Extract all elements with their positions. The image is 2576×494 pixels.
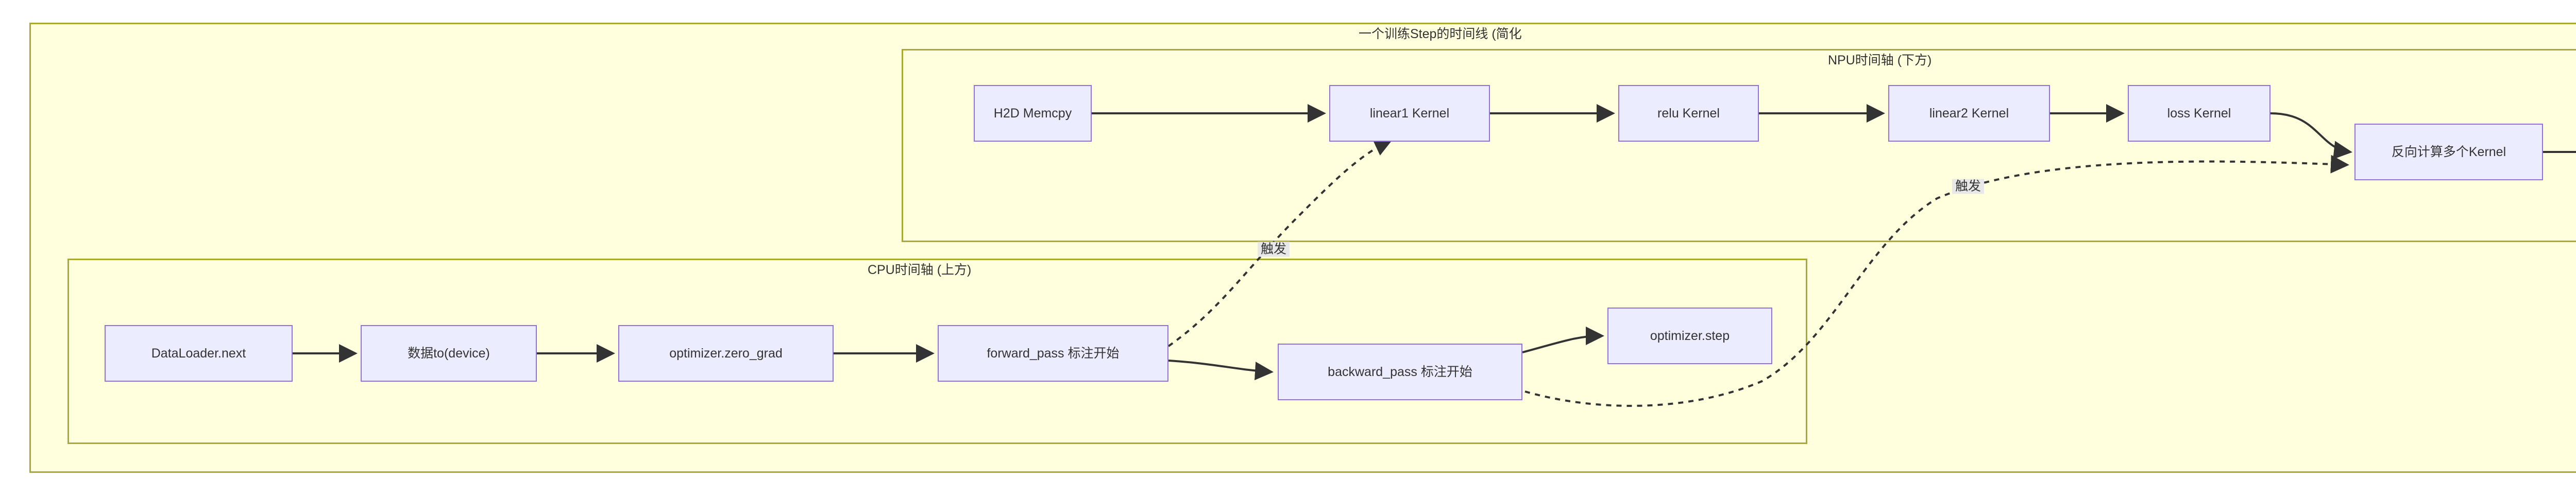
node-dataloader-next[interactable]: DataLoader.next	[105, 325, 293, 382]
diagram-title: 一个训练Step的时间线 (简化	[1359, 27, 1522, 41]
node-linear2-kernel[interactable]: linear2 Kernel	[1888, 85, 2050, 142]
node-label: DataLoader.next	[151, 346, 246, 361]
cpu-cluster-label: CPU时间轴 (上方)	[868, 263, 972, 277]
node-data-to-device[interactable]: 数据to(device)	[361, 325, 537, 382]
edge-label-trigger-backward: 触发	[1952, 179, 1985, 194]
node-backward-kernels[interactable]: 反向计算多个Kernel	[2354, 124, 2543, 180]
node-h2d-memcpy[interactable]: H2D Memcpy	[974, 85, 1092, 142]
node-optimizer-zero-grad[interactable]: optimizer.zero_grad	[618, 325, 834, 382]
node-label: linear2 Kernel	[1929, 106, 2009, 121]
node-backward-pass-start[interactable]: backward_pass 标注开始	[1278, 344, 1522, 400]
node-label: 反向计算多个Kernel	[2391, 144, 2506, 159]
npu-timeline-cluster	[902, 49, 2576, 242]
node-label: 数据to(device)	[408, 346, 490, 361]
node-optimizer-step[interactable]: optimizer.step	[1607, 308, 1772, 364]
node-label: forward_pass 标注开始	[987, 346, 1120, 361]
node-label: loss Kernel	[2167, 106, 2231, 121]
node-linear1-kernel[interactable]: linear1 Kernel	[1329, 85, 1490, 142]
node-label: H2D Memcpy	[993, 106, 1072, 121]
node-label: relu Kernel	[1657, 106, 1720, 121]
edge-label-trigger-forward: 触发	[1257, 242, 1290, 257]
npu-cluster-label: NPU时间轴 (下方)	[1828, 53, 1932, 67]
node-forward-pass-start[interactable]: forward_pass 标注开始	[938, 325, 1168, 382]
node-loss-kernel[interactable]: loss Kernel	[2128, 85, 2270, 142]
node-label: optimizer.step	[1650, 328, 1730, 343]
node-label: linear1 Kernel	[1369, 106, 1450, 121]
node-label: optimizer.zero_grad	[669, 346, 783, 361]
node-label: backward_pass 标注开始	[1328, 364, 1472, 379]
node-relu-kernel[interactable]: relu Kernel	[1618, 85, 1759, 142]
